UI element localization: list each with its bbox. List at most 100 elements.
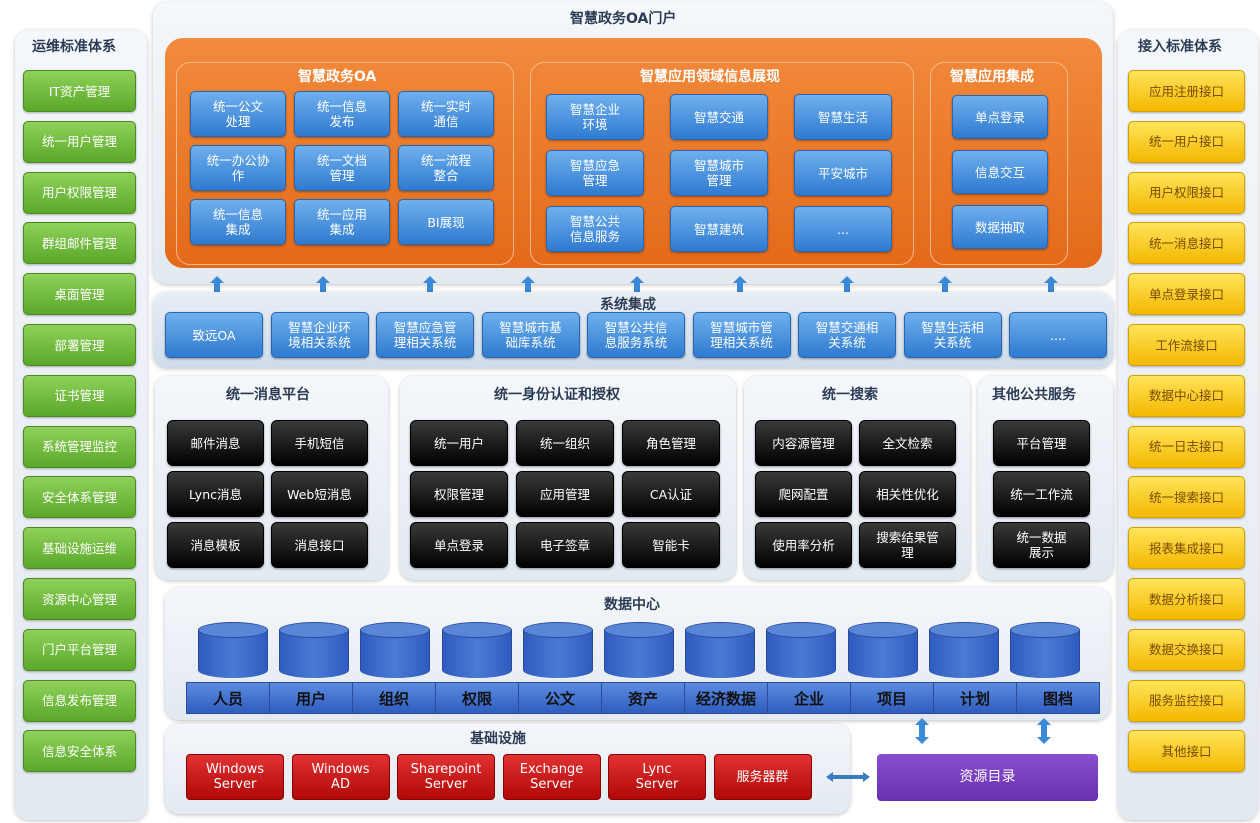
right-standard-item[interactable]: 报表集成接口: [1128, 527, 1245, 570]
left-standards-title: 运维标准体系: [32, 39, 116, 55]
left-standard-item[interactable]: 安全体系管理: [23, 476, 136, 519]
sysint-item[interactable]: ....: [1009, 312, 1107, 358]
infra-resdir-arrow: [826, 772, 870, 782]
right-standard-item[interactable]: 用户权限接口: [1128, 171, 1245, 214]
search-item[interactable]: 搜索结果管 理: [859, 522, 956, 568]
integ-item[interactable]: 数据抽取: [952, 205, 1048, 249]
msg-item[interactable]: 手机短信: [271, 420, 368, 466]
infra-item[interactable]: Exchange Server: [502, 754, 601, 800]
oa-item[interactable]: 统一流程 整合: [398, 145, 494, 191]
domain-item[interactable]: 智慧交通: [670, 94, 768, 140]
auth-item[interactable]: 电子签章: [516, 522, 614, 568]
search-item[interactable]: 使用率分析: [755, 522, 852, 568]
sysint-item[interactable]: 智慧城市管 理相关系统: [692, 312, 791, 358]
infra-item[interactable]: Sharepoint Server: [397, 754, 495, 800]
search-item[interactable]: 全文检索: [859, 420, 956, 466]
msg-item[interactable]: Lync消息: [167, 471, 264, 517]
right-standard-item[interactable]: 服务监控接口: [1128, 679, 1245, 722]
sysint-item[interactable]: 智慧企业环 境相关系统: [270, 312, 369, 358]
infra-item[interactable]: 服务器群: [713, 754, 812, 800]
resource-directory[interactable]: 资源目录: [877, 754, 1098, 801]
right-standard-item[interactable]: 统一日志接口: [1128, 425, 1245, 468]
search-item[interactable]: 相关性优化: [859, 471, 956, 517]
other-item[interactable]: 统一工作流: [993, 471, 1090, 517]
right-standard-item[interactable]: 数据交换接口: [1128, 628, 1245, 671]
infra-item[interactable]: Windows AD: [291, 754, 390, 800]
left-standard-item[interactable]: 部署管理: [23, 324, 136, 366]
msg-item[interactable]: 消息接口: [271, 522, 368, 568]
datacenter-category: 人员: [187, 683, 270, 713]
sysint-item[interactable]: 智慧城市基 础库系统: [481, 312, 580, 358]
integ-group-title: 智慧应用集成: [950, 69, 1034, 85]
infra-item[interactable]: Windows Server: [186, 754, 284, 800]
oa-item[interactable]: BI展现: [398, 199, 494, 245]
infra-item[interactable]: Lync Server: [608, 754, 706, 800]
auth-item[interactable]: 单点登录: [410, 522, 508, 568]
auth-item[interactable]: 统一用户: [410, 420, 508, 466]
sysint-item[interactable]: 智慧交通相 关系统: [798, 312, 896, 358]
oa-item[interactable]: 统一文档 管理: [294, 145, 390, 191]
other-item[interactable]: 统一数据 展示: [993, 522, 1090, 568]
left-standard-item[interactable]: 资源中心管理: [23, 578, 136, 620]
left-standard-item[interactable]: 证书管理: [23, 374, 136, 417]
sysint-item[interactable]: 智慧应急管 理相关系统: [376, 312, 474, 358]
domain-item[interactable]: 智慧生活: [794, 94, 892, 140]
search-item[interactable]: 内容源管理: [755, 420, 852, 466]
sysint-item[interactable]: 智慧公共信 息服务系统: [587, 312, 685, 358]
dc-resdir-arrow-2: [1037, 718, 1051, 744]
search-item[interactable]: 爬网配置: [755, 471, 852, 517]
right-standards-title: 接入标准体系: [1138, 39, 1222, 55]
left-standard-item[interactable]: 信息安全体系: [23, 730, 136, 773]
oa-item[interactable]: 统一实时 通信: [398, 91, 494, 137]
left-standard-item[interactable]: 信息发布管理: [23, 679, 136, 722]
datacenter-category: 图档: [1042, 689, 1073, 708]
portal-title: 智慧政务OA门户: [570, 11, 677, 27]
oa-item[interactable]: 统一办公协 作: [190, 145, 286, 191]
right-standard-item[interactable]: 工作流接口: [1128, 324, 1245, 366]
left-standard-item[interactable]: 基础设施运维: [23, 527, 136, 570]
domain-item[interactable]: 智慧公共 信息服务: [546, 206, 644, 252]
oa-item[interactable]: 统一应用 集成: [294, 199, 390, 245]
sysint-item[interactable]: 致远OA: [165, 312, 263, 358]
right-standard-item[interactable]: 统一用户接口: [1128, 120, 1245, 163]
msg-item[interactable]: Web短消息: [271, 471, 368, 517]
auth-item[interactable]: CA认证: [622, 471, 720, 517]
msg-item[interactable]: 邮件消息: [167, 420, 264, 466]
domain-item[interactable]: 智慧应急 管理: [546, 150, 644, 196]
datacenter-category: 组织: [353, 683, 436, 713]
right-standard-item[interactable]: 其他接口: [1128, 730, 1245, 773]
left-standard-item[interactable]: 统一用户管理: [23, 120, 136, 163]
left-standard-item[interactable]: 桌面管理: [23, 273, 136, 316]
integ-item[interactable]: 信息交互: [952, 150, 1048, 194]
oa-group: [176, 62, 514, 265]
msg-item[interactable]: 消息模板: [167, 522, 264, 568]
auth-item[interactable]: 统一组织: [516, 420, 614, 466]
domain-item[interactable]: 智慧企业 环境: [546, 94, 644, 140]
datacenter-title: 数据中心: [604, 597, 660, 613]
right-standard-item[interactable]: 统一搜索接口: [1128, 476, 1245, 519]
domain-item[interactable]: 智慧建筑: [670, 206, 768, 252]
right-standard-item[interactable]: 数据分析接口: [1128, 578, 1245, 620]
right-standard-item[interactable]: 单点登录接口: [1128, 273, 1245, 316]
oa-item[interactable]: 统一信息 集成: [190, 199, 286, 245]
sysint-item[interactable]: 智慧生活相 关系统: [903, 312, 1002, 358]
right-standard-item[interactable]: 数据中心接口: [1128, 374, 1245, 417]
left-standard-item[interactable]: 群组邮件管理: [23, 222, 136, 265]
oa-item[interactable]: 统一信息 发布: [294, 91, 390, 137]
integ-item[interactable]: 单点登录: [952, 95, 1048, 139]
auth-item[interactable]: 应用管理: [516, 471, 614, 517]
domain-item[interactable]: 智慧城市 管理: [670, 150, 768, 196]
auth-item[interactable]: 权限管理: [410, 471, 508, 517]
auth-item[interactable]: 角色管理: [622, 420, 720, 466]
right-standard-item[interactable]: 统一消息接口: [1128, 222, 1245, 265]
domain-item[interactable]: 平安城市: [794, 150, 892, 196]
left-standard-item[interactable]: 系统管理监控: [23, 425, 136, 468]
domain-item[interactable]: ...: [794, 206, 892, 252]
oa-item[interactable]: 统一公文 处理: [190, 91, 286, 137]
other-item[interactable]: 平台管理: [993, 420, 1090, 466]
auth-item[interactable]: 智能卡: [622, 522, 720, 568]
left-standard-item[interactable]: IT资产管理: [23, 70, 136, 112]
left-standard-item[interactable]: 门户平台管理: [23, 628, 136, 671]
right-standard-item[interactable]: 应用注册接口: [1128, 70, 1245, 112]
left-standard-item[interactable]: 用户权限管理: [23, 171, 136, 214]
